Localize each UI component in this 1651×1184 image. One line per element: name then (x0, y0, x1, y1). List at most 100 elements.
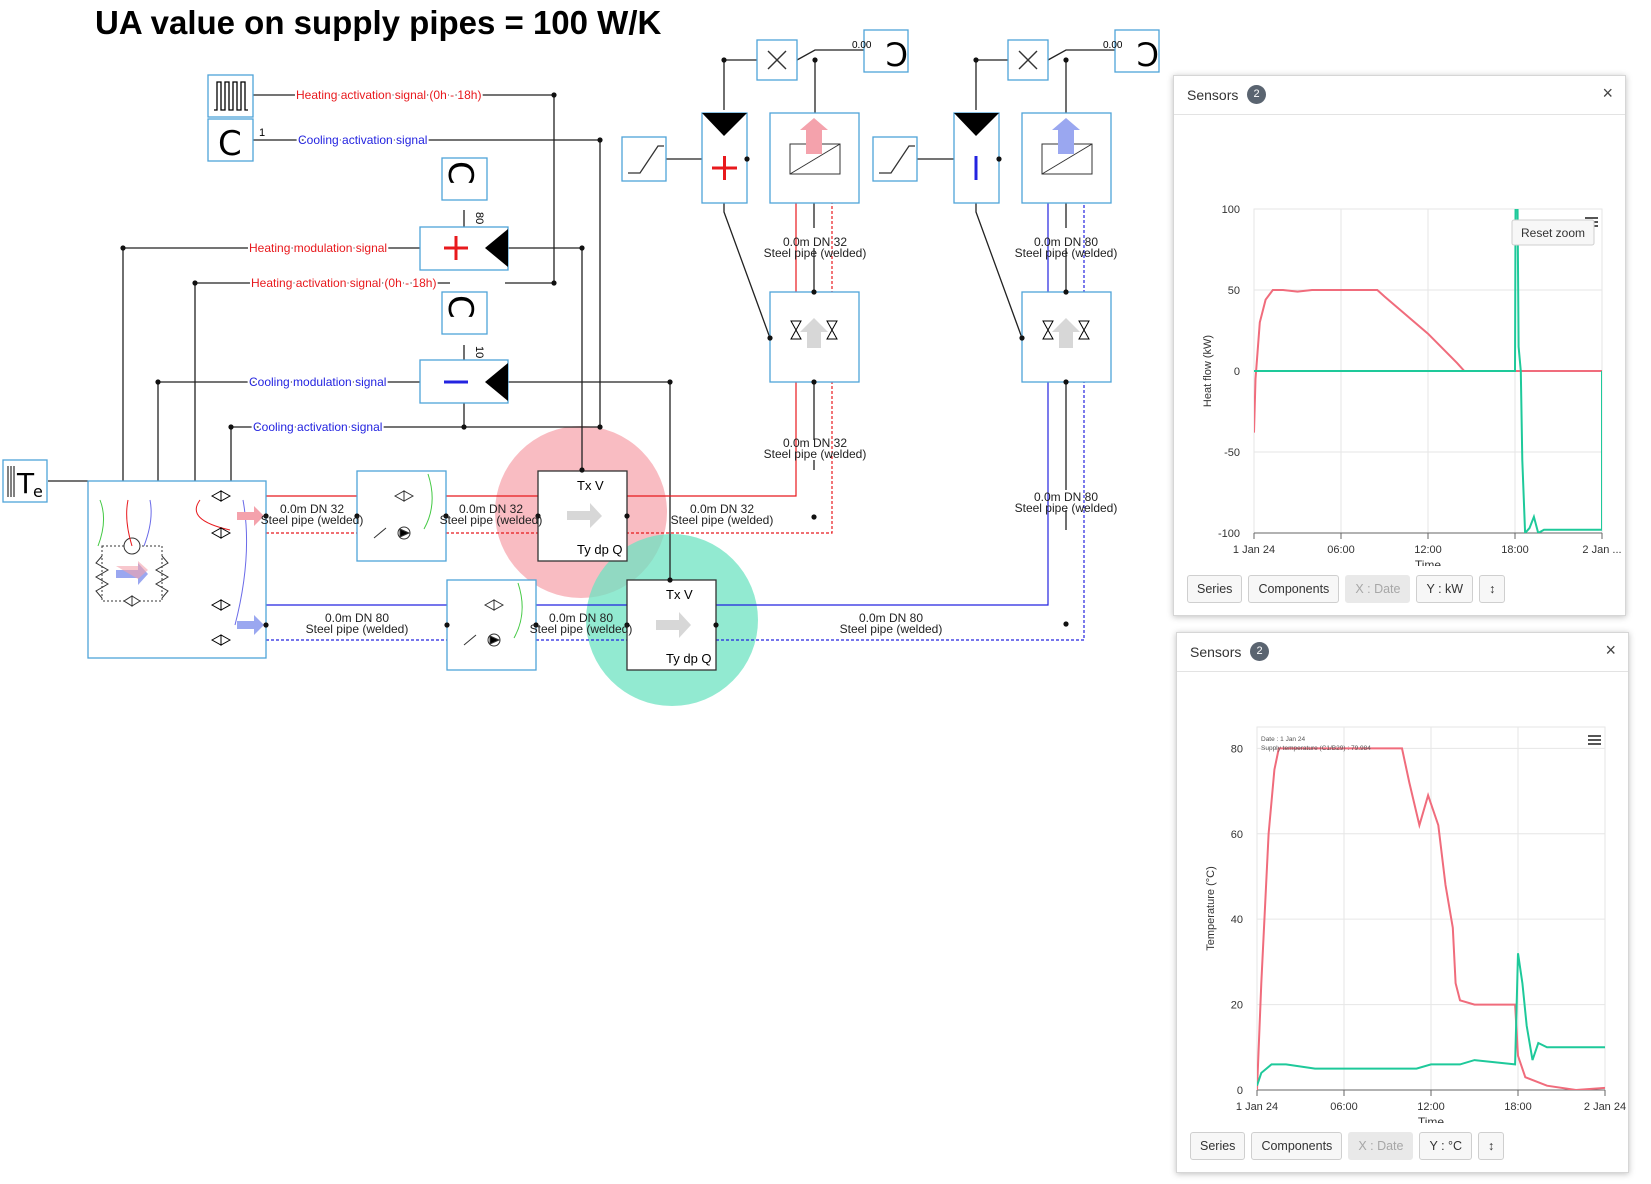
y-tick-label: 0 (1234, 366, 1240, 378)
x-axis-button[interactable]: X : Date (1345, 575, 1411, 603)
pipe-length-label: 0.0m DN 32 (783, 235, 847, 249)
cool-arrow-icon (237, 615, 264, 635)
valve-icon (790, 320, 1090, 340)
series-button[interactable]: Series (1187, 575, 1243, 603)
close-icon[interactable]: × (1605, 640, 1616, 660)
x-tick-label: 06:00 (1327, 544, 1355, 556)
reset-zoom-label: Reset zoom (1521, 226, 1585, 240)
constant-block-10[interactable] (441, 291, 488, 335)
series-count-badge: 2 (1247, 85, 1266, 104)
heating-plus-icon (444, 236, 468, 260)
constant-value-zero: 0.00 (852, 40, 872, 51)
hydraulic-schematic: C 1 C 80 C 10 T e (2, 29, 1160, 706)
y-tick-label: 20 (1231, 1000, 1243, 1012)
x-axis-label: Time (1415, 558, 1442, 566)
pipe-length-label: 0.0m DN 32 (459, 502, 523, 516)
constant-block-1[interactable] (207, 118, 254, 162)
panel-title: Sensors (1190, 644, 1242, 660)
cooling-activation-label-top: Cooling activation signal (298, 133, 427, 147)
pipe-length-label: 0.0m DN 80 (859, 611, 923, 625)
x-tick-label: 18:00 (1504, 1101, 1532, 1113)
heat-arrow-icon (116, 561, 148, 579)
y-axis-button[interactable]: Y : kW (1416, 575, 1474, 603)
demand-triangle-icon (954, 113, 999, 136)
pipe-length-label: 0.0m DN 80 (549, 611, 613, 625)
sort-icon[interactable]: ↕ (1479, 575, 1506, 603)
sort-icon[interactable]: ↕ (1478, 1132, 1505, 1160)
ramp-block-1[interactable] (621, 136, 667, 182)
y-tick-label: 80 (1231, 743, 1243, 755)
pipe-type-label: Steel pipe (welded) (261, 513, 364, 527)
heating-pump-circuit[interactable] (356, 470, 447, 562)
constant-c-glyph: C (1137, 36, 1159, 74)
cooling-pump-circuit[interactable] (446, 579, 537, 671)
ramp-icon (879, 145, 915, 174)
cooling-sensor-tx-v: Tx V (666, 587, 693, 602)
x-tick-label: 2 Jan 24 (1584, 1101, 1626, 1113)
pulse-generator-block[interactable] (207, 74, 254, 118)
constant-value-10: 10 (473, 346, 485, 358)
controller-triangle-icon (485, 229, 508, 267)
x-axis-button[interactable]: X : Date (1348, 1132, 1414, 1160)
constant-value-80: 80 (473, 212, 485, 224)
page-title: UA value on supply pipes = 100 W/K (95, 4, 662, 41)
components-button[interactable]: Components (1251, 1132, 1343, 1160)
y-tick-label: 60 (1231, 829, 1243, 841)
flow-arrow-icon (656, 612, 691, 638)
x-tick-label: 2 Jan ... (1582, 544, 1621, 556)
constant-block-zero-2[interactable] (1114, 29, 1160, 73)
y-tick-label: 0 (1237, 1085, 1243, 1097)
outdoor-temperature-block[interactable] (2, 459, 48, 503)
y-tick-label: 40 (1231, 914, 1243, 926)
constant-c-glyph: C (218, 124, 242, 164)
x-tick-label: 1 Jan 24 (1233, 544, 1275, 556)
series-button[interactable]: Series (1190, 1132, 1246, 1160)
heating-plus-icon (712, 156, 737, 180)
tooltip-value: Supply temperature (C1/B29) : 79.984 (1261, 745, 1371, 752)
demand-triangle-icon (702, 113, 747, 136)
ramp-block-2[interactable] (872, 136, 918, 182)
cooling-modulation-label: Cooling modulation signal (249, 375, 386, 389)
heat-arrow-icon (800, 118, 828, 154)
x-tick-label: 12:00 (1417, 1101, 1445, 1113)
flow-arrow-icon (800, 318, 828, 348)
pipe-type-label: Steel pipe (welded) (764, 447, 867, 461)
pipe-length-label: 0.0m DN 32 (783, 436, 847, 450)
constant-block-80[interactable] (441, 157, 488, 201)
series-line-2 (1254, 209, 1602, 533)
constant-c-glyph: C (440, 161, 480, 185)
pipe-type-label: Steel pipe (welded) (306, 622, 409, 636)
chart-menu-icon (1588, 735, 1601, 745)
constant-c-glyph: C (440, 295, 480, 319)
series-line-1 (1257, 747, 1605, 1090)
y-tick-label: 50 (1228, 285, 1240, 297)
x-tick-label: 18:00 (1501, 544, 1529, 556)
y-axis-label: Heat flow (kW) (1202, 335, 1214, 407)
junction-dots (120, 57, 1069, 628)
reset-zoom-button[interactable] (1511, 219, 1595, 246)
y-axis-button[interactable]: Y : °C (1419, 1132, 1473, 1160)
pipe-type-label: Steel pipe (welded) (1015, 501, 1118, 515)
cooling-sensor-ty-dp-q: Ty dp Q (666, 651, 712, 666)
y-axis-label: Temperature (°C) (1205, 866, 1217, 950)
multiply-icon (1018, 50, 1038, 70)
cooling-activation-label-mid: Cooling activation signal (253, 420, 382, 434)
close-icon[interactable]: × (1602, 83, 1613, 103)
heat-pump-block[interactable] (87, 480, 267, 659)
flow-arrow-icon (567, 503, 602, 528)
pump-icon (373, 473, 523, 647)
x-tick-label: 1 Jan 24 (1236, 1101, 1278, 1113)
controller-triangle-icon (485, 363, 508, 401)
pipe-type-label: Steel pipe (welded) (671, 513, 774, 527)
outdoor-temperature-label: T (16, 467, 35, 500)
components-button[interactable]: Components (1248, 575, 1340, 603)
x-tick-label: 12:00 (1414, 544, 1442, 556)
heat-pump-icon (95, 499, 248, 626)
constant-block-zero-1[interactable] (863, 29, 909, 73)
collector-valves-icon (210, 490, 232, 646)
